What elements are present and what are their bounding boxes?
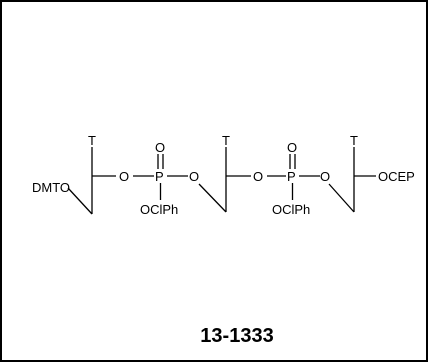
catalog-number: 13-1333 bbox=[200, 325, 274, 347]
oxygen-label-4: O bbox=[320, 169, 330, 184]
oxygen-label-1: O bbox=[119, 169, 129, 184]
sugar-3-ring-lower-left bbox=[328, 183, 355, 213]
phosphate-linker-1 bbox=[133, 154, 188, 200]
sugar-1-ring-lower-left bbox=[67, 187, 93, 215]
base-label-2: T bbox=[222, 133, 230, 148]
terminal-group-label: OCEP bbox=[378, 169, 415, 184]
protecting-group-label-2: OClPh bbox=[272, 202, 310, 217]
base-label-3: T bbox=[350, 133, 358, 148]
phosphate-linker-2 bbox=[267, 154, 320, 200]
phosphoryl-oxygen-label-1: O bbox=[155, 140, 165, 155]
sugar-2-ring-lower-left bbox=[198, 183, 227, 213]
phosphorus-label-1: P bbox=[155, 169, 164, 184]
phosphoryl-oxygen-label-2: O bbox=[287, 140, 297, 155]
protecting-group-label-1: OClPh bbox=[140, 202, 178, 217]
sugar-unit-1 bbox=[67, 147, 116, 215]
phosphorus-label-2: P bbox=[287, 169, 296, 184]
oxygen-label-3: O bbox=[253, 169, 263, 184]
sugar-unit-3 bbox=[328, 147, 376, 213]
sugar-unit-2 bbox=[198, 147, 251, 213]
base-label-1: T bbox=[88, 133, 96, 148]
dmto-label: DMTO bbox=[32, 180, 70, 195]
oxygen-label-2: O bbox=[189, 169, 199, 184]
